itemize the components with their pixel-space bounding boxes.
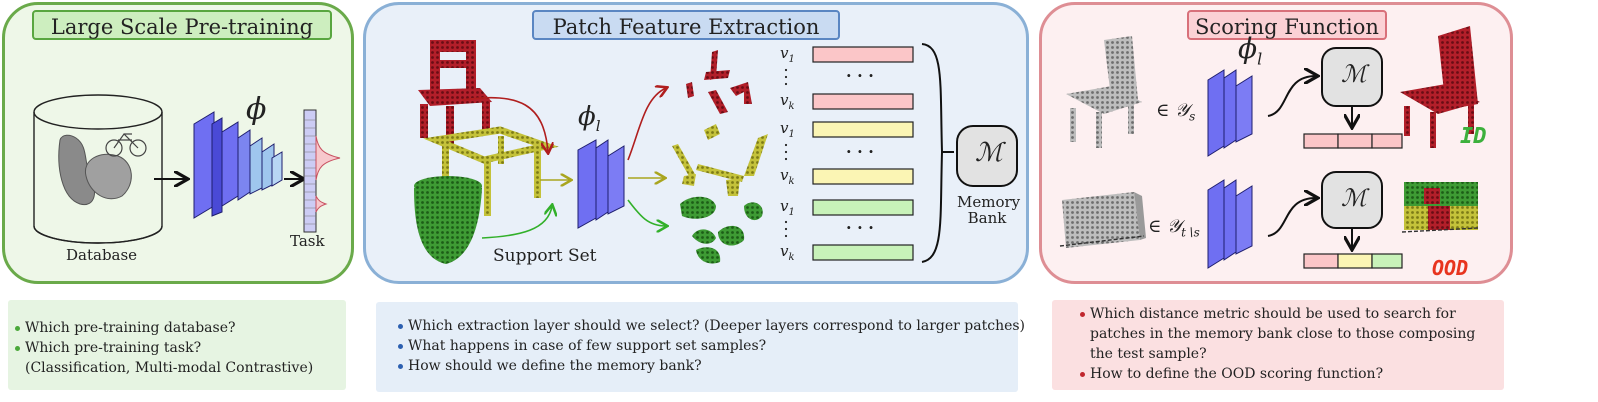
pretrain-model-symbol: ϕ xyxy=(246,92,267,127)
note-ood-scoring: How to define the OOD scoring function? xyxy=(1090,366,1384,382)
red-support-arrow xyxy=(461,96,548,152)
note-distance-metric: Which distance metric should be used to … xyxy=(1090,306,1456,322)
score-vector-bottom xyxy=(1303,253,1403,269)
scoring-title: Scoring Function xyxy=(1187,10,1387,40)
note-pretraining-task: Which pre-training task? xyxy=(25,340,202,356)
scoring-model-symbol: ϕl xyxy=(1238,32,1263,69)
memory-symbol: ℳ xyxy=(975,138,1003,168)
feature-rows xyxy=(812,46,914,261)
scoring-memory-symbol-top: ℳ xyxy=(1341,60,1367,88)
set-support-label: ∈ 𝒴s xyxy=(1156,100,1196,124)
pretraining-notes: Which pre-training database? Which pre-t… xyxy=(8,300,346,390)
memory-brace xyxy=(921,43,944,263)
feature-red-1 xyxy=(812,46,914,63)
vk-label-yellow: vk xyxy=(780,166,795,187)
note-bullet xyxy=(398,364,403,369)
vk-label-green: vk xyxy=(780,242,795,263)
gray-chair-point-cloud-icon xyxy=(1066,36,1142,148)
note-bullet xyxy=(15,346,20,351)
memory-label-line2: Bank xyxy=(967,209,1007,227)
pretraining-title: Large Scale Pre-training xyxy=(32,10,332,40)
support-set-label: Support Set xyxy=(493,246,597,266)
v1-label-red: v1 xyxy=(780,44,795,65)
database-objects-icon xyxy=(58,133,147,206)
task-label: Task xyxy=(290,232,325,250)
patch-extraction-notes: Which extraction layer should we select?… xyxy=(376,302,1025,392)
set-test-label: ∈ 𝒴t∖s xyxy=(1148,216,1200,240)
v1-label-green: v1 xyxy=(780,197,795,218)
feature-red-k xyxy=(812,93,914,110)
vk-label-red: vk xyxy=(780,91,795,112)
green-patches-icon xyxy=(680,196,763,264)
scoring-encoder-bottom-icon xyxy=(1207,179,1253,269)
database-label: Database xyxy=(66,246,138,264)
note-extraction-layer: Which extraction layer should we select?… xyxy=(408,318,1026,334)
patch-encoder-icon xyxy=(577,139,625,229)
gray-box-point-cloud-icon xyxy=(1059,192,1146,248)
scoring-encoder-top-icon xyxy=(1207,69,1253,157)
memory-bank-box xyxy=(956,125,1018,187)
scoring-bottom-arrow xyxy=(1267,198,1316,237)
yellow-patches-icon xyxy=(672,124,768,196)
mixed-box-result-icon xyxy=(1401,182,1479,233)
red-patches-icon xyxy=(686,50,752,114)
note-pretraining-task-detail: (Classification, Multi-modal Contrastive… xyxy=(25,360,314,376)
pretrain-encoder-icon xyxy=(193,111,283,219)
feature-yellow-k xyxy=(812,168,914,185)
database-cylinder xyxy=(33,94,163,244)
vertical-ellipsis xyxy=(784,68,788,238)
green-vase-icon xyxy=(414,176,482,264)
note-distance-metric-3: the test sample? xyxy=(1090,346,1207,362)
note-bullet xyxy=(1080,312,1085,317)
red-chair-result-icon xyxy=(1400,26,1480,148)
dots-green: · · · xyxy=(846,218,874,237)
note-bullet xyxy=(398,344,403,349)
dots-red: · · · xyxy=(846,66,874,85)
score-vector-top xyxy=(1303,133,1403,149)
red-chair-icon xyxy=(418,40,492,144)
ood-label: OOD xyxy=(1432,256,1469,280)
note-bullet xyxy=(1080,372,1085,377)
note-memory-bank: How should we define the memory bank? xyxy=(408,358,702,374)
memory-label-line1: Memory xyxy=(957,193,1021,211)
note-pretraining-database: Which pre-training database? xyxy=(25,320,236,336)
id-label: ID xyxy=(1460,124,1487,149)
patch-extraction-title: Patch Feature Extraction xyxy=(532,10,840,40)
dots-yellow: · · · xyxy=(846,142,874,161)
feature-green-1 xyxy=(812,199,914,216)
feature-green-k xyxy=(812,244,914,261)
red-patch-arrow xyxy=(627,88,666,161)
note-bullet xyxy=(398,324,403,329)
green-patch-arrow xyxy=(627,199,666,226)
task-vector-icon xyxy=(303,109,341,233)
patch-model-symbol: ϕl xyxy=(578,102,601,136)
note-few-samples: What happens in case of few support set … xyxy=(408,338,767,354)
feature-yellow-1 xyxy=(812,121,914,138)
v1-label-yellow: v1 xyxy=(780,119,795,140)
green-support-arrow xyxy=(481,206,552,239)
scoring-top-arrow xyxy=(1267,76,1316,117)
scoring-notes: Which distance metric should be used to … xyxy=(1052,300,1504,390)
scoring-memory-symbol-bottom: ℳ xyxy=(1341,184,1367,212)
note-distance-metric-2: patches in the memory bank close to thos… xyxy=(1090,326,1476,342)
note-bullet xyxy=(15,326,20,331)
